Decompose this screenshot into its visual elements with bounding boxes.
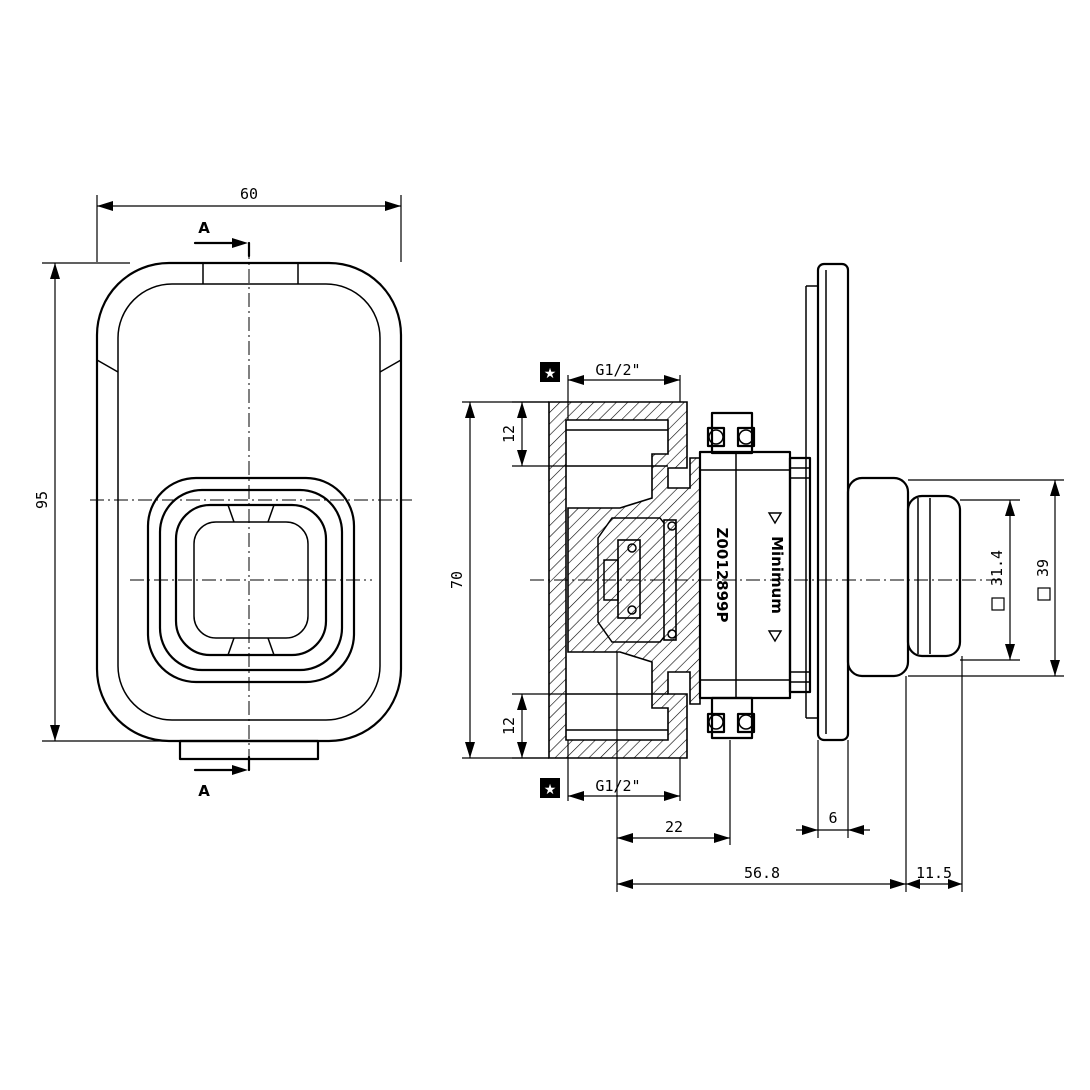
minimum-arrow-top-icon [767,512,783,525]
side-view: Z0012899P Minimum ★ G1/2" ★ G1/2" 12 [448,262,1064,892]
part-code-label: Z0012899P [713,528,731,623]
knob-cap [906,494,962,658]
thread-label-bottom: G1/2" [595,777,640,795]
minimum-label: Minimum [768,536,786,614]
dimension-39-label: 39 [1034,559,1052,577]
star-icon-top [540,362,560,382]
threaded-sleeve [788,456,812,694]
star-icon-bottom [540,778,560,798]
width-dimension-label: 60 [240,185,258,203]
dimension-22-label: 22 [665,818,683,836]
square-symbol-icon-2 [1037,587,1051,601]
dimension-31-4-label: 31.4 [988,550,1006,586]
dimension-12-top: 12 [500,425,518,443]
thread-label-top: G1/2" [595,361,640,379]
dimension-12-bottom: 12 [500,717,518,735]
height-dimension-label: 95 [33,491,51,509]
dimension-56-8-label: 56.8 [744,864,780,882]
minimum-arrow-bottom-icon [767,630,783,643]
front-view: 60 95 A A [33,185,412,800]
dimension-70-label: 70 [448,571,466,589]
svg-text:★: ★ [544,782,557,798]
dimension-11-5-label: 11.5 [916,864,952,882]
cover-plate-side [816,262,850,742]
knob-side [846,476,910,678]
square-symbol-icon [991,597,1005,611]
section-marker-bottom: A [198,782,210,800]
dimension-6-label: 6 [828,809,837,827]
svg-text:★: ★ [544,366,557,382]
section-marker-top: A [198,219,210,237]
